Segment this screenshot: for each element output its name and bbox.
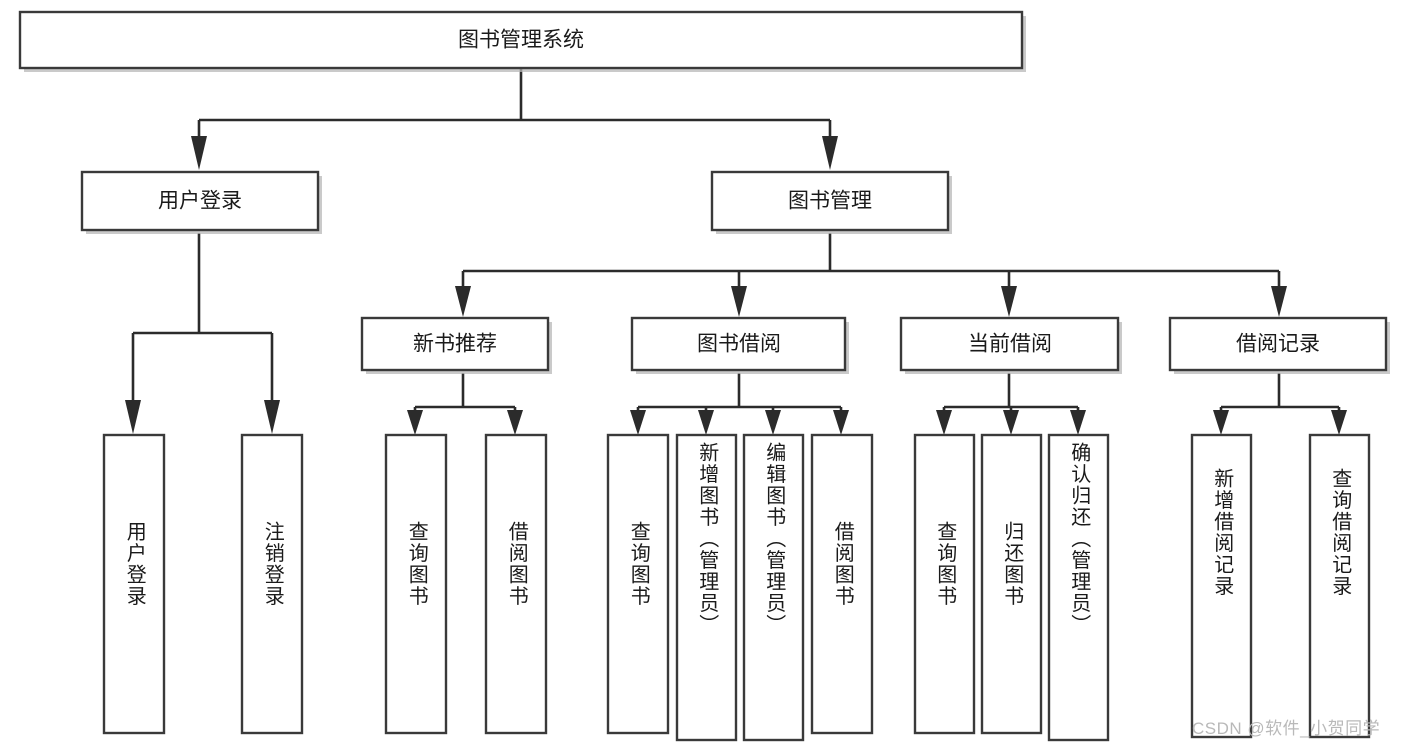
book-management-label: 图书管理 (788, 190, 872, 213)
leaf-borrow-2[interactable] (675, 433, 738, 742)
leaf-current-1[interactable] (913, 433, 976, 735)
arrowhead-leaf-current-2 (1003, 410, 1019, 435)
node-new-book-recommend[interactable] (360, 316, 550, 372)
leaf-borrow-1[interactable] (606, 433, 670, 735)
arrowhead-user-login (191, 136, 207, 170)
arrowhead-new-book (455, 286, 471, 317)
label-layer: 图书管理系统 用户登录 图书管理 新书推荐 图书借阅 当前借阅 借阅记录 (158, 29, 1320, 356)
leaf-borrow-3[interactable] (742, 433, 805, 742)
node-book-borrow[interactable] (630, 316, 847, 372)
arrowhead-leaf-records-2 (1331, 410, 1347, 435)
current-borrow-label: 当前借阅 (968, 333, 1052, 356)
arrowhead-book-mgmt (822, 136, 838, 170)
borrow-record-label: 借阅记录 (1236, 333, 1320, 356)
arrowhead-leaf-records-1 (1213, 410, 1229, 435)
arrowhead-leaf-user-login-2 (264, 400, 280, 434)
node-current-borrow[interactable] (899, 316, 1120, 372)
arrowhead-current-borrow (1001, 286, 1017, 317)
node-book-management[interactable] (710, 170, 950, 232)
leaf-user-login-2[interactable] (240, 433, 304, 735)
leaf-new-book-2[interactable] (484, 433, 548, 735)
arrowhead-leaf-current-1 (936, 410, 952, 435)
arrowhead-leaf-user-login-1 (125, 400, 141, 434)
arrowhead-leaf-borrow-3 (765, 410, 781, 435)
leaf-records-1[interactable] (1190, 433, 1253, 739)
leaf-current-2[interactable] (980, 433, 1043, 735)
leaf-new-book-1[interactable] (384, 433, 448, 735)
arrowhead-borrow-record (1271, 286, 1287, 317)
arrowhead-leaf-new-book-1 (407, 410, 423, 435)
arrowhead-leaf-borrow-1 (630, 410, 646, 435)
node-layer (18, 10, 1390, 742)
book-borrow-label: 图书借阅 (697, 333, 781, 356)
arrowhead-leaf-borrow-2 (698, 410, 714, 435)
node-borrow-record[interactable] (1168, 316, 1388, 372)
arrowhead-leaf-current-3 (1070, 410, 1086, 435)
leaf-records-2[interactable] (1308, 433, 1371, 739)
leaf-current-3[interactable] (1047, 433, 1110, 742)
new-book-recommend-label: 新书推荐 (413, 333, 497, 356)
leaf-user-login-1[interactable] (102, 433, 166, 735)
arrowhead-leaf-borrow-4 (833, 410, 849, 435)
root-label: 图书管理系统 (458, 29, 584, 52)
node-root[interactable] (18, 10, 1024, 70)
user-login-label: 用户登录 (158, 190, 242, 213)
arrowhead-leaf-new-book-2 (507, 410, 523, 435)
connector-layer (125, 69, 1347, 435)
arrowhead-borrow-book (731, 286, 747, 317)
node-user-login[interactable] (80, 170, 320, 232)
leaf-borrow-4[interactable] (810, 433, 874, 735)
